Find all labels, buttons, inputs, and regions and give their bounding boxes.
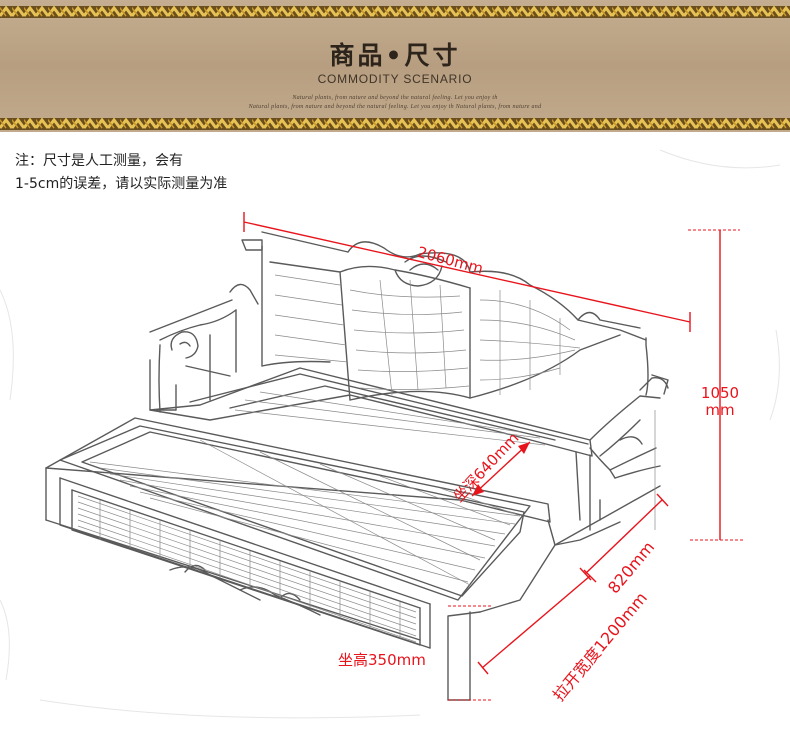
sofa-bed-diagram <box>0 149 781 719</box>
page-subtitle: COMMODITY SCENARIO <box>317 72 473 86</box>
height-label: 1050 mm <box>690 385 750 419</box>
dimension-lines <box>243 212 721 675</box>
pencil-texture <box>0 149 781 719</box>
banner-tagline-1: Natural plants, from nature and beyond t… <box>292 95 498 101</box>
sofa-sketch-icon <box>45 231 669 701</box>
bottom-ornament-border <box>0 118 790 130</box>
measurement-note: 注：尺寸是人工测量，会有 1-5cm的误差，请以实际测量为准 <box>15 150 315 196</box>
note-line-2: 1-5cm的误差，请以实际测量为准 <box>15 176 228 192</box>
height-value: 1050 <box>700 384 740 402</box>
header-banner: 商品•尺寸 COMMODITY SCENARIO Natural plants,… <box>0 0 790 132</box>
top-ornament-border <box>0 6 790 18</box>
page-title: 商品•尺寸 <box>329 41 461 70</box>
height-unit: mm <box>705 401 735 419</box>
dimension-guides <box>448 229 745 701</box>
note-line-1: 注：尺寸是人工测量，会有 <box>15 153 183 169</box>
dimension-arrows <box>472 442 530 496</box>
banner-tagline-2: Natural plants, from nature and beyond t… <box>248 104 542 110</box>
rattan-texture <box>77 274 656 643</box>
seat-height-label: 坐高350mm <box>338 651 426 669</box>
